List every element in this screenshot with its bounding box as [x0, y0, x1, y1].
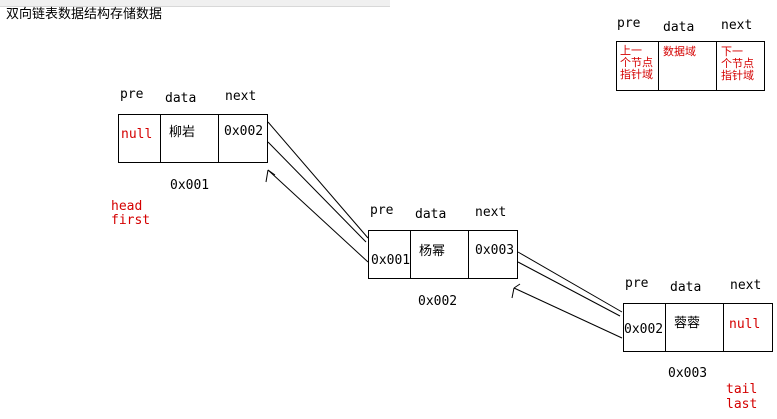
arrow-node1-next-to-node2-outline	[267, 141, 367, 243]
legend-next-description: 下一 个节点 指针域	[721, 45, 754, 82]
legend-divider-2	[716, 42, 717, 90]
node-2-data-value: 杨幂	[419, 244, 446, 259]
arrow-node2-next-to-node3-outline	[517, 261, 621, 317]
diagram-title: 双向链表数据结构存储数据	[6, 7, 163, 22]
arrow-node3-pre-to-node2	[513, 287, 623, 339]
node-2-pre-header: pre	[370, 203, 394, 218]
node-1-next-value: 0x002	[224, 124, 264, 139]
node-3-pre-value: 0x002	[624, 322, 664, 337]
node-1-tag-first: first	[111, 213, 151, 228]
node-1-next-header: next	[225, 89, 257, 104]
arrow-node1-next-to-node2	[267, 121, 369, 239]
node-2-divider-2	[468, 231, 469, 278]
node-1-box: null 柳岩 0x002	[118, 114, 268, 163]
arrow-node2-pre-to-node1-head	[265, 169, 276, 183]
node-3-divider-1	[665, 304, 666, 351]
arrow-node3-pre-to-node2-head	[511, 283, 521, 299]
legend-node-box: 上一 个节点 指针域 数据域 下一 个节点 指针域	[616, 41, 765, 91]
legend-divider-1	[658, 42, 659, 90]
node-3-tag-tail: tail	[726, 382, 758, 397]
arrow-node2-next-to-node3	[517, 251, 623, 313]
node-2-pre-value: 0x001	[371, 253, 411, 268]
node-3-box: 0x002 蓉蓉 null	[623, 303, 773, 352]
node-3-pre-header: pre	[625, 276, 649, 291]
node-1-address: 0x001	[170, 178, 210, 193]
node-1-data-value: 柳岩	[169, 125, 196, 140]
node-2-next-value: 0x003	[475, 243, 515, 258]
node-1-data-header: data	[165, 91, 197, 106]
node-2-data-header: data	[415, 207, 447, 222]
node-3-address: 0x003	[668, 366, 708, 381]
legend-data-header: data	[663, 20, 695, 35]
node-3-tag-last: last	[726, 397, 758, 412]
legend-pre-description: 上一 个节点 指针域	[620, 44, 653, 81]
node-1-divider-2	[218, 115, 219, 162]
node-1-tag-head: head	[111, 199, 143, 214]
node-2-next-header: next	[475, 205, 507, 220]
node-1-pre-value: null	[121, 127, 153, 142]
window-top-edge	[0, 0, 390, 7]
node-3-next-value: null	[729, 317, 761, 332]
legend-pre-header: pre	[617, 16, 641, 31]
node-2-box: 0x001 杨幂 0x003	[368, 230, 518, 279]
node-3-next-header: next	[730, 278, 762, 293]
node-1-divider-1	[160, 115, 161, 162]
legend-data-description: 数据域	[663, 45, 696, 58]
node-2-address: 0x002	[418, 294, 458, 309]
legend-next-header: next	[721, 18, 753, 33]
node-3-data-header: data	[670, 280, 702, 295]
node-2-divider-1	[410, 231, 411, 278]
node-3-data-value: 蓉蓉	[674, 316, 701, 331]
node-1-pre-header: pre	[120, 87, 144, 102]
arrow-node2-pre-to-node1	[267, 169, 369, 263]
node-3-divider-2	[723, 304, 724, 351]
